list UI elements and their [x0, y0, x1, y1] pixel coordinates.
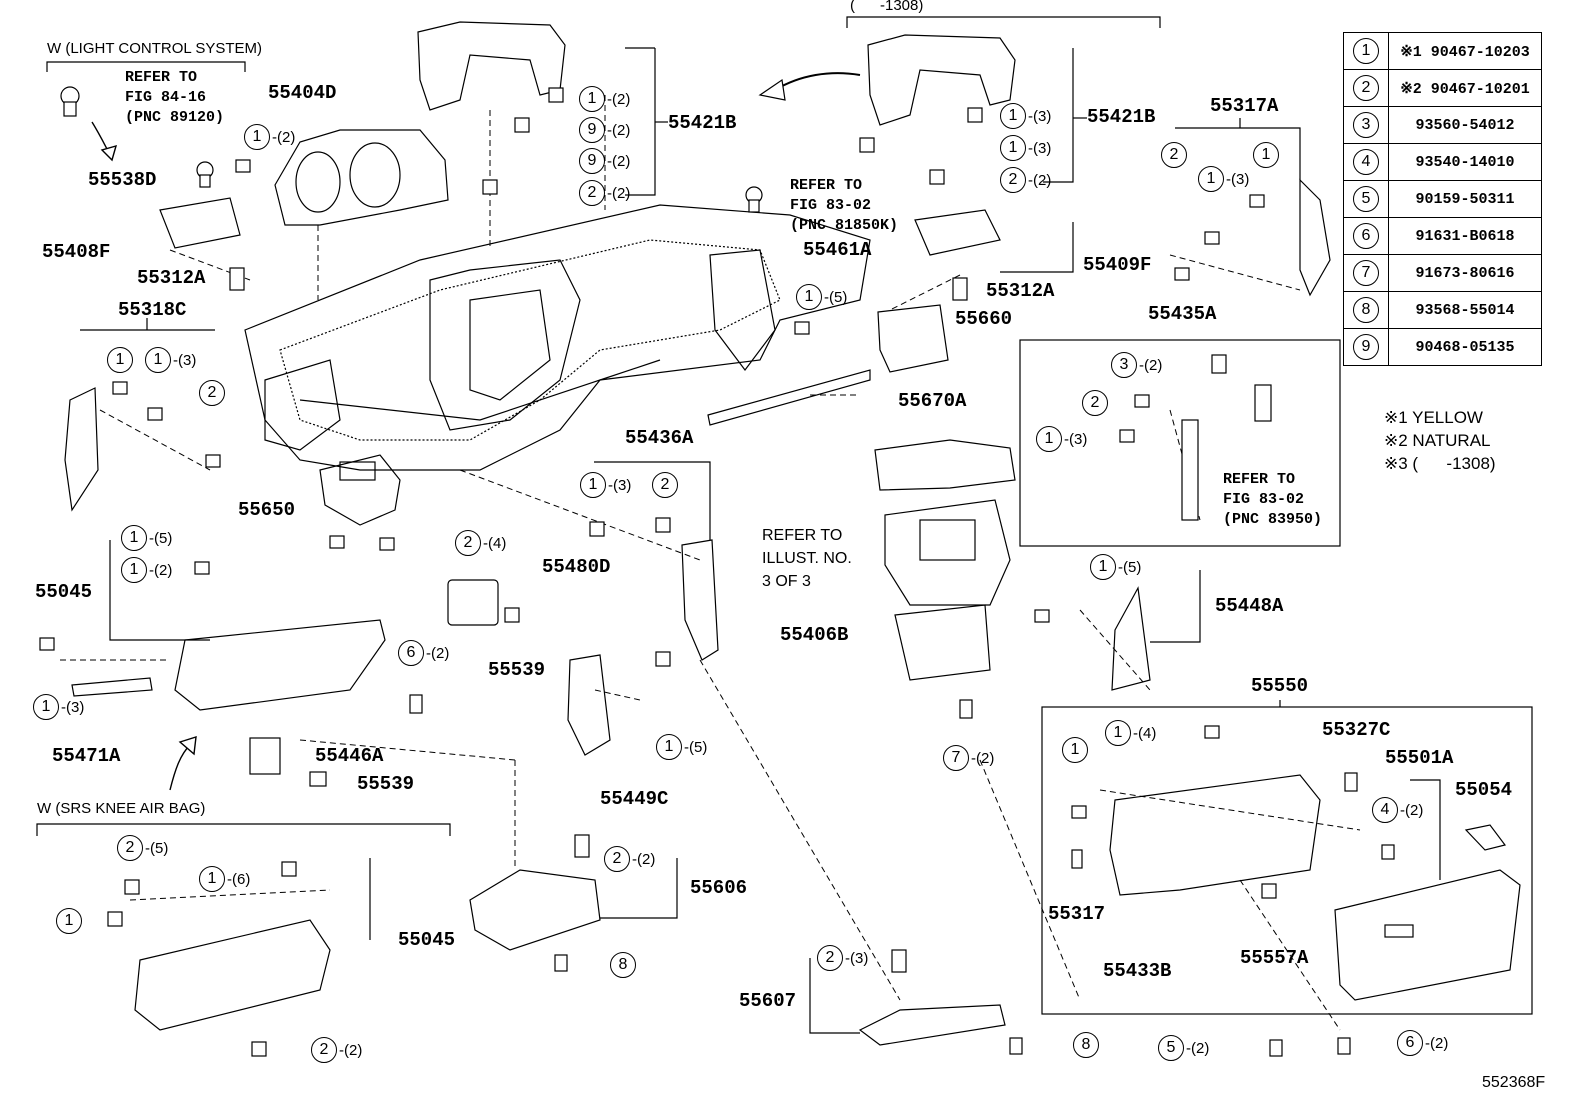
part-55539-a: 55539: [488, 659, 546, 681]
callout: 1-(3): [33, 694, 84, 720]
part-55312A-left: 55312A: [137, 267, 206, 289]
part-55045-top: 55045: [35, 581, 93, 603]
part-55045-srs: 55045: [398, 929, 456, 951]
part-55501A: 55501A: [1385, 747, 1454, 769]
callout: 1-(4): [1105, 720, 1156, 746]
part-55421B-right: 55421B: [1087, 106, 1156, 128]
callout: 2: [652, 472, 678, 498]
refer-note-fig84: REFER TO FIG 84-16 (PNC 89120): [125, 69, 225, 126]
part-55550: 55550: [1251, 675, 1309, 697]
callout: 2-(2): [579, 180, 630, 206]
header-range-1308: ( -1308): [850, 0, 924, 14]
callout: 6-(2): [398, 640, 449, 666]
callout: 2-(4): [455, 530, 506, 556]
part-55448A: 55448A: [1215, 595, 1284, 617]
callout: 1-(3): [1198, 166, 1249, 192]
part-55406B: 55406B: [780, 624, 849, 646]
callout: 1-(2): [579, 86, 630, 112]
callout: 9-(2): [579, 148, 630, 174]
part-55539-b: 55539: [357, 773, 415, 795]
header-light-control: W (LIGHT CONTROL SYSTEM): [47, 40, 263, 57]
part-55318C: 55318C: [118, 299, 187, 321]
legend-row: 1※1 90467-10203: [1343, 32, 1542, 70]
part-55557A: 55557A: [1240, 947, 1309, 969]
callout: 1: [1062, 737, 1088, 763]
part-55607: 55607: [739, 990, 797, 1012]
refer-note-fig83-right: REFER TO FIG 83-02 (PNC 83950): [1223, 471, 1323, 528]
part-55650: 55650: [238, 499, 296, 521]
callout: 8: [610, 952, 636, 978]
callout: 2-(5): [117, 835, 168, 861]
callout: 1-(5): [121, 525, 172, 551]
callout: 2-(2): [311, 1037, 362, 1063]
callout: 4-(2): [1372, 797, 1423, 823]
header-srs-knee: W (SRS KNEE AIR BAG): [37, 800, 206, 817]
callout: 2-(2): [604, 846, 655, 872]
callout: 1: [107, 347, 133, 373]
callout: 1-(3): [1000, 135, 1051, 161]
callout: 1-(3): [145, 347, 196, 373]
part-55436A: 55436A: [625, 427, 694, 449]
part-55480D: 55480D: [542, 556, 611, 578]
part-55538D: 55538D: [88, 169, 157, 191]
part-55421B-left: 55421B: [668, 112, 737, 134]
callout: 8: [1073, 1032, 1099, 1058]
callout: 7-(2): [943, 745, 994, 771]
part-55317A: 55317A: [1210, 95, 1279, 117]
part-55433B: 55433B: [1103, 960, 1172, 982]
part-55660: 55660: [955, 308, 1013, 330]
refer-note-fig83-top: REFER TO FIG 83-02 (PNC 81850K): [790, 177, 899, 234]
callout: 2: [1161, 142, 1187, 168]
part-55327C: 55327C: [1322, 719, 1391, 741]
note-range: ※3 ( -1308): [1384, 454, 1496, 473]
callout: 5-(2): [1158, 1035, 1209, 1061]
callout: 2: [199, 380, 225, 406]
part-55606: 55606: [690, 877, 748, 899]
callout: 1: [56, 908, 82, 934]
note-yellow: ※1 YELLOW: [1384, 408, 1483, 427]
callout: 2-(2): [1000, 167, 1051, 193]
refer-note-illust: REFER TO ILLUST. NO. 3 OF 3: [762, 527, 852, 590]
callout: 1-(6): [199, 866, 250, 892]
part-55404D: 55404D: [268, 82, 337, 104]
part-55471A: 55471A: [52, 745, 121, 767]
callout: 9-(2): [579, 117, 630, 143]
callout: 2-(3): [817, 945, 868, 971]
part-55409F: 55409F: [1083, 254, 1152, 276]
callout: 1: [1253, 142, 1279, 168]
part-55449C: 55449C: [600, 788, 669, 810]
callout: 1-(5): [796, 284, 847, 310]
part-55670A: 55670A: [898, 390, 967, 412]
part-55435A: 55435A: [1148, 303, 1217, 325]
part-55446A: 55446A: [315, 745, 384, 767]
callout: 1-(3): [1036, 426, 1087, 452]
callout: 1-(5): [1090, 554, 1141, 580]
part-55054: 55054: [1455, 779, 1513, 801]
part-55312A-right: 55312A: [986, 280, 1055, 302]
part-55408F: 55408F: [42, 241, 111, 263]
legend-row: 2※2 90467-10201: [1343, 69, 1542, 107]
callout: 2: [1082, 390, 1108, 416]
callout: 1-(3): [580, 472, 631, 498]
callout: 1-(2): [244, 124, 295, 150]
callout: 3-(2): [1111, 352, 1162, 378]
figure-id: 552368F: [1482, 1074, 1546, 1091]
part-55461A: 55461A: [803, 239, 872, 261]
note-natural: ※2 NATURAL: [1384, 431, 1491, 450]
part-55317: 55317: [1048, 903, 1106, 925]
callout: 6-(2): [1397, 1030, 1448, 1056]
callout: 1-(2): [121, 557, 172, 583]
callout: 1-(5): [656, 734, 707, 760]
callout: 1-(3): [1000, 103, 1051, 129]
dashboard-panel-drawing: [244, 204, 871, 471]
